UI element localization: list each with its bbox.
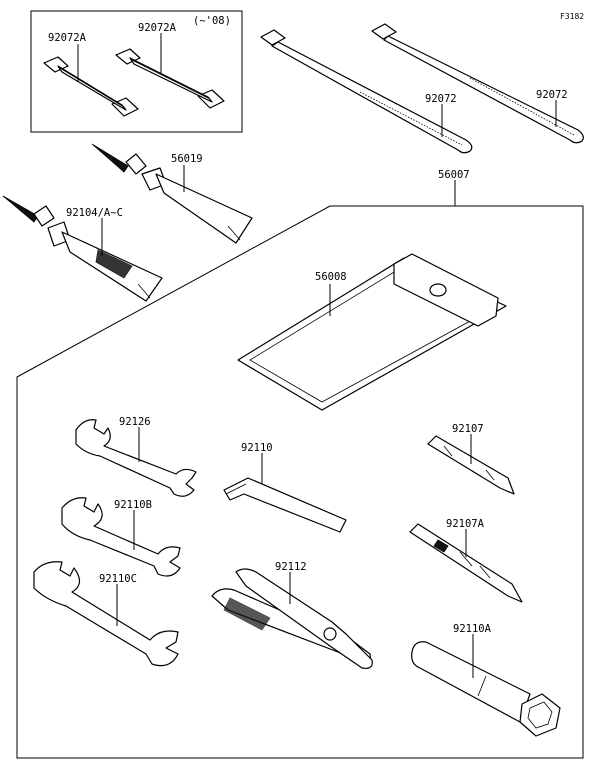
label-hex-key: 92110 xyxy=(241,442,273,454)
wrench-large-part[interactable] xyxy=(33,561,179,667)
label-strap-a-right: 92072A xyxy=(138,22,177,34)
label-strap-a-left: 92072A xyxy=(48,32,87,44)
tube-large-part[interactable] xyxy=(2,195,163,302)
strap-a-left-part[interactable] xyxy=(43,56,139,117)
label-pouch: 56008 xyxy=(315,271,347,283)
screwdriver-bit-part[interactable] xyxy=(427,435,515,495)
hex-key-part[interactable] xyxy=(223,477,347,533)
band-right-part[interactable] xyxy=(371,23,584,144)
label-band-right: 92072 xyxy=(536,89,568,101)
kit-boundary xyxy=(16,205,584,759)
strap-a-right-part[interactable] xyxy=(115,48,225,109)
label-tube-small: 56019 xyxy=(171,153,203,165)
wrench-small-part[interactable] xyxy=(75,419,197,497)
tube-small-part[interactable] xyxy=(91,143,253,244)
label-pliers: 92112 xyxy=(275,561,307,573)
pouch-part[interactable] xyxy=(237,253,507,411)
label-wrench-small: 92126 xyxy=(119,416,151,428)
label-kit-bag: 56007 xyxy=(438,169,470,181)
strap-group-frame xyxy=(30,10,243,133)
pliers-part[interactable] xyxy=(211,568,373,669)
label-wrench-large: 92110C xyxy=(99,573,137,585)
screwdriver-handle-part[interactable] xyxy=(409,523,523,603)
label-screwdriver-bit: 92107 xyxy=(452,423,484,435)
wrench-mid-part[interactable] xyxy=(61,497,181,577)
band-left-part[interactable] xyxy=(260,29,473,154)
label-box-wrench: 92110A xyxy=(453,623,492,635)
drawing-code: F3182 xyxy=(560,12,584,21)
label-wrench-mid: 92110B xyxy=(114,499,152,511)
label-screwdriver-handle: 92107A xyxy=(446,518,485,530)
label-band-left: 92072 xyxy=(425,93,457,105)
note-until-08: (~'08) xyxy=(193,15,231,27)
label-tube-large: 92104/A~C xyxy=(66,207,123,219)
box-wrench-part[interactable] xyxy=(411,641,561,737)
